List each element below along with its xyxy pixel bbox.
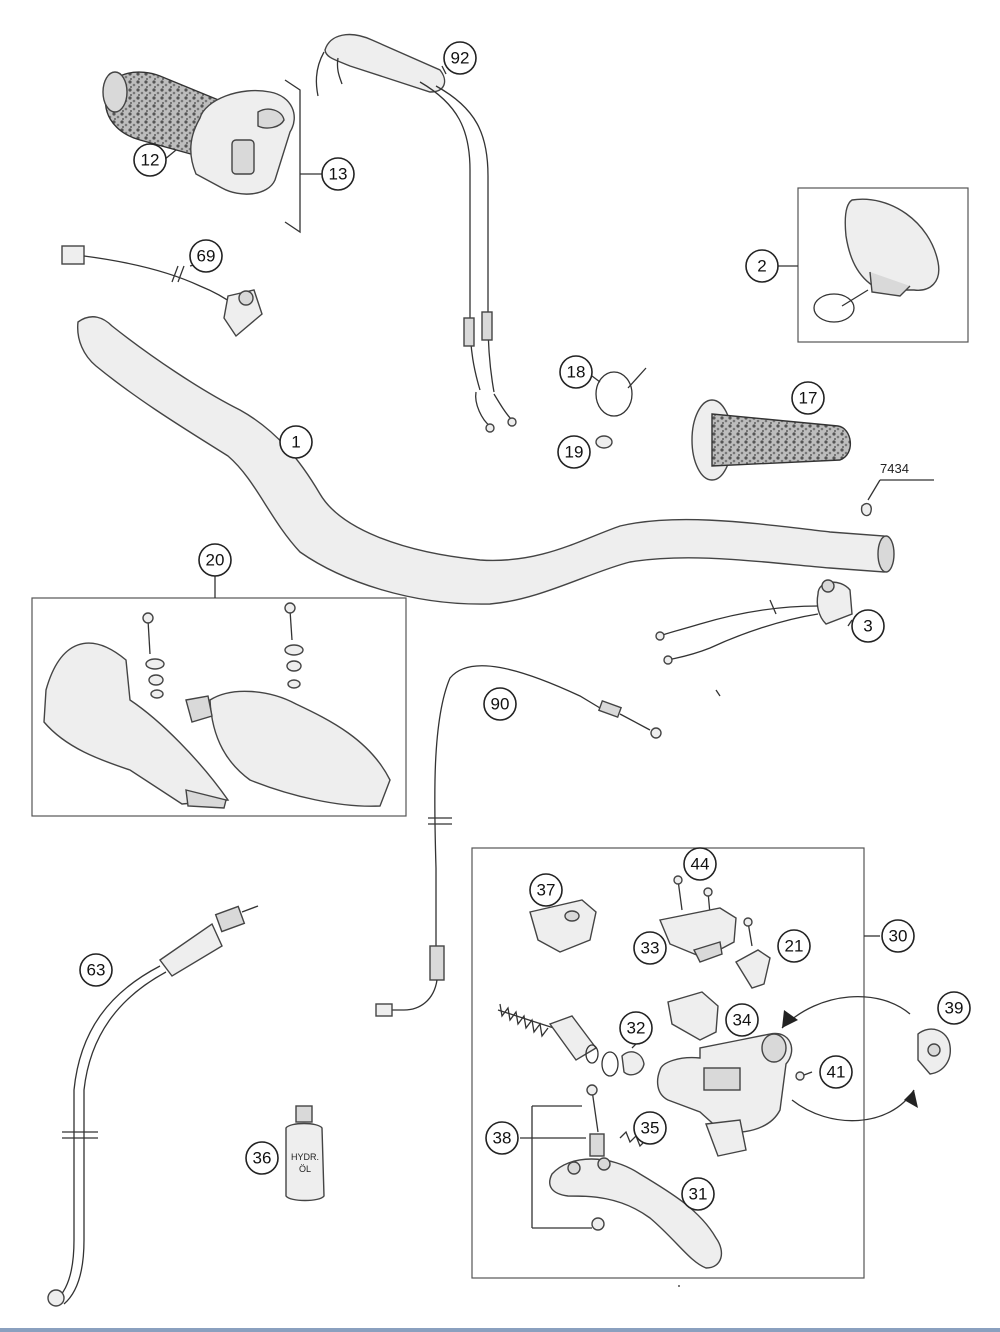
svg-text:35: 35	[641, 1119, 660, 1138]
callout-90: 90	[483, 687, 517, 721]
hydraulic-oil-bottle-36: HYDR. ÖL	[285, 1105, 325, 1202]
svg-text:37: 37	[537, 881, 556, 900]
left-grip-17	[691, 399, 851, 481]
handguard-kit-20	[31, 576, 407, 817]
svg-text:32: 32	[627, 1019, 646, 1038]
bottle-label-line2: ÖL	[299, 1164, 311, 1174]
bracket-13	[284, 79, 322, 234]
clutch-cable-90	[375, 665, 662, 1017]
callout-18: 18	[559, 355, 593, 389]
callout-63: 63	[79, 953, 113, 987]
callout-20: 20	[198, 543, 232, 577]
mounting-arrows	[781, 996, 918, 1122]
svg-text:2: 2	[757, 257, 766, 276]
handlebar	[77, 316, 895, 605]
svg-text:69: 69	[197, 247, 216, 266]
svg-text:12: 12	[141, 151, 160, 170]
callout-36: 36	[245, 1141, 279, 1175]
callout-21: 21	[777, 929, 811, 963]
bottom-rule	[0, 1328, 1000, 1332]
master-cylinder-kit-30	[471, 847, 880, 1279]
callout-3: 3	[851, 609, 885, 643]
svg-text:90: 90	[491, 695, 510, 714]
reference-7434: 7434	[860, 461, 934, 517]
callout-41: 41	[819, 1055, 853, 1089]
callout-30: 30	[881, 919, 915, 953]
callout-33: 33	[633, 931, 667, 965]
callout-38: 38	[485, 1121, 519, 1155]
svg-text:44: 44	[691, 855, 710, 874]
svg-text:18: 18	[567, 363, 586, 382]
svg-text:36: 36	[253, 1149, 272, 1168]
svg-text:33: 33	[641, 939, 660, 958]
callout-2: 2	[745, 249, 779, 283]
callout-35: 35	[633, 1111, 667, 1145]
callout-39: 39	[937, 991, 971, 1025]
svg-text:17: 17	[799, 389, 818, 408]
svg-text:20: 20	[206, 551, 225, 570]
cover-kit-2	[778, 187, 969, 343]
callout-17: 17	[791, 381, 825, 415]
throttle-cables	[315, 33, 517, 433]
callout-19: 19	[557, 435, 591, 469]
svg-text:1: 1	[291, 433, 300, 452]
svg-text:63: 63	[87, 961, 106, 980]
reference-number: 7434	[880, 461, 909, 476]
svg-text:38: 38	[493, 1129, 512, 1148]
callout-13: 13	[321, 157, 355, 191]
svg-text:31: 31	[689, 1185, 708, 1204]
clamp-39	[917, 1028, 951, 1075]
callout-31: 31	[681, 1177, 715, 1211]
svg-text:41: 41	[827, 1063, 846, 1082]
switch-3	[655, 579, 853, 665]
throttle-housing	[190, 89, 295, 195]
callout-32: 32	[619, 1011, 653, 1045]
part-19-nut	[595, 435, 613, 449]
svg-text:92: 92	[451, 49, 470, 68]
svg-text:3: 3	[863, 617, 872, 636]
svg-text:39: 39	[945, 999, 964, 1018]
callout-1: 1	[279, 425, 313, 459]
callout-44: 44	[683, 847, 717, 881]
svg-text:21: 21	[785, 937, 804, 956]
svg-text:13: 13	[329, 165, 348, 184]
part-18-clamp	[595, 367, 647, 417]
bottle-label-line1: HYDR.	[291, 1152, 319, 1162]
callout-69: 69	[189, 239, 223, 273]
svg-text:30: 30	[889, 927, 908, 946]
sensor-cable-63	[47, 905, 259, 1307]
callout-92: 92	[443, 41, 477, 75]
callout-34: 34	[725, 1003, 759, 1037]
svg-text:19: 19	[565, 443, 584, 462]
svg-text:34: 34	[733, 1011, 752, 1030]
kill-switch-69	[61, 245, 263, 338]
callout-37: 37	[529, 873, 563, 907]
callout-12: 12	[133, 143, 167, 177]
